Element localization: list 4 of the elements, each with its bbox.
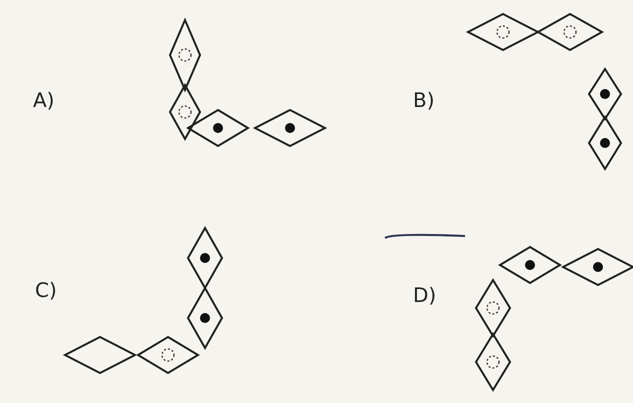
option-letter: A)	[33, 90, 54, 110]
option-letter: B)	[413, 90, 435, 110]
option-letter: D)	[413, 285, 436, 305]
option-letter: C)	[35, 280, 57, 300]
